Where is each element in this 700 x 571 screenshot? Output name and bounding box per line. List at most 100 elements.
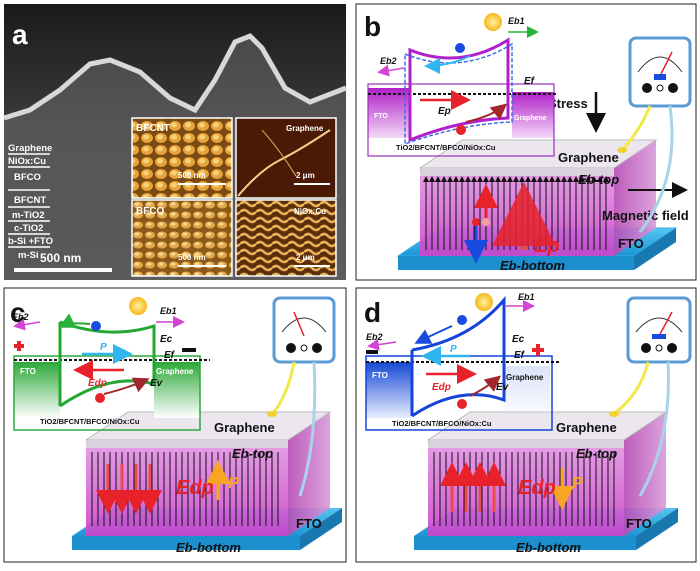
- magnetic-field-label: Magnetic field: [602, 208, 689, 223]
- inset-title: BFCO: [136, 206, 165, 217]
- eb2-label-b: Eb2: [380, 56, 397, 66]
- edp-label-d: Edp: [432, 382, 451, 393]
- p-label-c: P: [100, 342, 107, 353]
- inset-scale: 2 μm: [296, 253, 315, 262]
- sem-layers: [4, 150, 130, 280]
- inset-scale: 500 nm: [178, 171, 206, 180]
- fto-label-b: FTO: [618, 236, 644, 251]
- graphene-label-d: Graphene: [556, 420, 617, 435]
- layer-label: m-TiO2: [12, 210, 45, 221]
- charge-minus: [472, 218, 480, 226]
- layer-label: BFCO: [14, 172, 41, 183]
- inset-title: BFCNT: [136, 123, 170, 134]
- afm-inset-bfco: BFCO 500 nm: [131, 199, 233, 277]
- eb-top-label-d: Eb-top: [576, 446, 617, 461]
- graphene-small-b: Graphene: [514, 115, 547, 122]
- ec-label-d: Ec: [512, 334, 525, 345]
- fto-label-c: FTO: [296, 516, 322, 531]
- ev-label-c: Ev: [150, 378, 164, 389]
- panel-a-letter: a: [12, 19, 28, 50]
- eb1-label-c: Eb1: [160, 306, 177, 316]
- scale-bar-label: 500 nm: [40, 251, 81, 265]
- p-big-c: P: [228, 475, 239, 492]
- panel-b-letter: b: [364, 11, 381, 42]
- p-big-d: P: [572, 475, 583, 492]
- stack-label-d: TiO2/BFCNT/BFCO/NiOx:Cu: [392, 419, 492, 428]
- ev-label-d: Ev: [496, 382, 510, 393]
- layer-labels: Graphene NiOx:Cu BFCO BFCNT m-TiO2 c-TiO…: [8, 143, 53, 261]
- band-diagram-b: FTO Graphene TiO2/BFCNT/BFCO/NiOx:Cu Ep …: [367, 13, 556, 157]
- sun-icon: [129, 297, 147, 315]
- sun-icon: [484, 13, 502, 31]
- layer-label: NiOx:Cu: [8, 156, 46, 167]
- charge-plus: [482, 218, 490, 226]
- p-label-d: P: [450, 344, 457, 355]
- fto-small-c: FTO: [20, 367, 36, 376]
- panel-b: b Ep Graphene Eb-top Magnetic field FTO …: [355, 3, 697, 281]
- panel-a: a Graphene NiOx:Cu BFCO BFCNT m-TiO2 c-T…: [3, 4, 347, 280]
- edp-big-d: Edp: [518, 477, 556, 499]
- fto-small-d: FTO: [372, 371, 388, 380]
- layer-label: Graphene: [8, 143, 52, 154]
- fto-label-d: FTO: [626, 516, 652, 531]
- ep-label-b: Ep: [438, 106, 451, 117]
- arrowheads-b: [423, 176, 609, 182]
- eb2-label-d: Eb2: [366, 332, 383, 342]
- edp-big-c: Edp: [176, 477, 214, 499]
- ep-big-label: Ep: [534, 235, 560, 257]
- layer-label: c-TiO2: [14, 223, 43, 234]
- hole-c: [95, 393, 105, 403]
- edp-arrows-d: [440, 462, 506, 512]
- band-diagram-c: FTO Graphene TiO2/BFCNT/BFCO/NiOx:Cu Eb2…: [12, 297, 210, 431]
- eb2-label-c: Eb2: [12, 312, 29, 322]
- eb1-label-b: Eb1: [508, 16, 525, 26]
- ef-label-c: Ef: [164, 350, 176, 361]
- graphene-small-c: Graphene: [156, 367, 194, 376]
- fto-small-b: FTO: [374, 113, 388, 120]
- eb-top-label-c: Eb-top: [232, 446, 273, 461]
- inset-title: NiOx:Cu: [294, 207, 326, 216]
- electron-c: [91, 321, 101, 331]
- galvanometer-c: [272, 296, 336, 364]
- wire-top-b: [622, 105, 652, 149]
- sun-icon: [475, 293, 493, 311]
- layer-label: m-Si: [18, 250, 39, 261]
- stack-label-b: TiO2/BFCNT/BFCO/NiOx:Cu: [396, 143, 496, 152]
- eb1-label-d: Eb1: [518, 292, 535, 302]
- electron-b: [455, 43, 465, 53]
- hole-b: [456, 125, 466, 135]
- inset-scale: 2 μm: [296, 171, 315, 180]
- panel-d-letter: d: [364, 297, 381, 328]
- inset-title: Graphene: [286, 124, 324, 133]
- edp-label-c: Edp: [88, 378, 107, 389]
- ef-label-b: Ef: [524, 76, 536, 87]
- band-diagram-d: FTO Graphene TiO2/BFCNT/BFCO/NiOx:Cu Eb2…: [365, 292, 560, 431]
- graphene-label-c: Graphene: [214, 420, 275, 435]
- edp-arrows-c: [96, 464, 162, 514]
- hole-d: [457, 399, 467, 409]
- wire-bottom-b: [638, 105, 674, 233]
- stress-label: Stress: [548, 96, 588, 111]
- graphene-small-d: Graphene: [506, 373, 544, 382]
- eb-bottom-label-b: Eb-bottom: [500, 258, 565, 273]
- galvanometer-b: [628, 36, 692, 108]
- ec-label-c: Ec: [160, 334, 173, 345]
- panel-d: d Edp P Graphene Eb-top FTO Eb-bottom: [355, 287, 697, 563]
- eb-bottom-label-c: Eb-bottom: [176, 540, 241, 555]
- sem-coating: [3, 33, 347, 121]
- graphene-label-b: Graphene: [558, 150, 619, 165]
- panel-c: c Edp P Graphene Eb-top FTO Eb-bottom: [3, 287, 347, 563]
- eb-top-label-b: Eb-top: [578, 172, 619, 187]
- stack-label-c: TiO2/BFCNT/BFCO/NiOx:Cu: [40, 417, 140, 426]
- eb-bottom-label-d: Eb-bottom: [516, 540, 581, 555]
- afm-inset-graphene: Graphene 2 μm: [235, 117, 337, 199]
- galvanometer-d: [626, 296, 692, 364]
- layer-label: b-Si +FTO: [8, 236, 53, 247]
- afm-inset-bfcnt: BFCNT 500 nm: [131, 117, 233, 199]
- inset-scale: 500 nm: [178, 253, 206, 262]
- electron-d: [457, 315, 467, 325]
- afm-inset-nio: NiOx:Cu 2 μm: [235, 199, 337, 277]
- ef-label-d: Ef: [514, 350, 526, 361]
